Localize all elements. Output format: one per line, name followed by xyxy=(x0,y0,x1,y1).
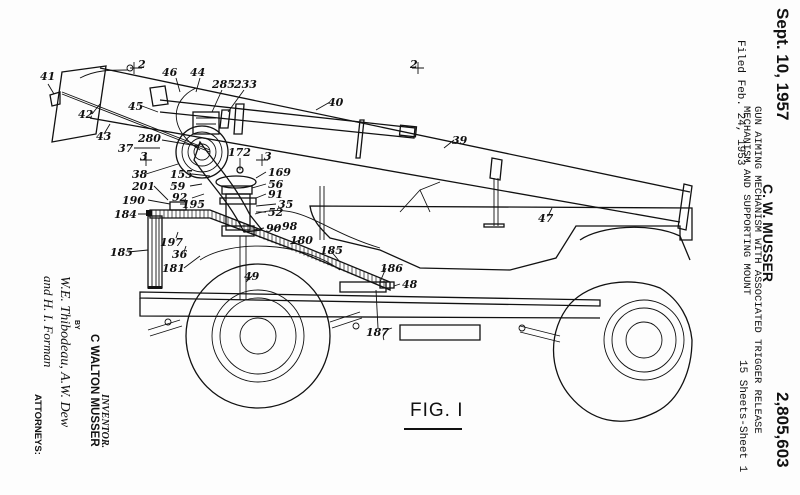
numeral-38: 38 xyxy=(132,168,148,181)
numeral-56: 56 xyxy=(268,178,284,191)
attorney-signature-line2: and H. I. Forman xyxy=(41,276,56,368)
numeral-40: 40 xyxy=(328,96,344,109)
figure-label-underline xyxy=(404,428,462,430)
rear-wheel xyxy=(185,245,341,409)
numeral-186: 186 xyxy=(380,262,403,275)
numeral-46: 46 xyxy=(162,66,178,79)
numeral-233: 233 xyxy=(233,78,257,91)
numeral-155: 155 xyxy=(170,168,193,181)
numeral-91: 91 xyxy=(268,188,283,201)
numeral-201: 201 xyxy=(131,180,155,193)
numeral-45: 45 xyxy=(128,100,143,113)
numeral-36: 36 xyxy=(172,248,188,261)
numeral-48: 48 xyxy=(402,278,418,291)
numeral-92: 92 xyxy=(172,191,188,204)
numeral-180: 180 xyxy=(290,234,313,247)
front-wheel xyxy=(552,281,693,422)
numeral-285: 285 xyxy=(211,78,235,91)
section-mark-2a: 2 xyxy=(137,58,146,71)
numeral-37: 37 xyxy=(118,142,134,155)
numeral-44: 44 xyxy=(190,66,205,79)
numeral-280: 280 xyxy=(137,132,161,145)
header-title-line1: GUN AIMING MECHANISM WITH ASSOCIATED TRI… xyxy=(751,106,763,434)
header-title-line2: MECHANISM AND SUPPORTING MOUNT xyxy=(740,106,752,296)
numeral-184: 184 xyxy=(114,208,137,221)
header-sheet-count: 15 Sheets-Sheet 1 xyxy=(736,360,748,473)
attorney-signature-line1: W.E. Thibodeau, A.W. Dew xyxy=(57,276,72,428)
numeral-197: 197 xyxy=(160,236,183,249)
numeral-39: 39 xyxy=(452,134,468,147)
section-mark-3a: 3 xyxy=(140,150,148,163)
numeral-47: 47 xyxy=(538,212,554,225)
numeral-185b: 185 xyxy=(320,244,343,257)
section-mark-3b: 3 xyxy=(264,150,272,163)
figure-label: FIG. I xyxy=(410,400,464,421)
gun-barrel xyxy=(49,64,693,231)
mount-rail xyxy=(146,201,395,293)
by-label: BY xyxy=(73,320,80,330)
vehicle-body xyxy=(139,181,693,343)
header-date: Sept. 10, 1957 xyxy=(773,8,792,121)
numeral-35: 35 xyxy=(278,198,293,211)
numeral-169: 169 xyxy=(268,166,291,179)
numeral-52: 52 xyxy=(268,206,284,219)
aiming-mechanism xyxy=(175,111,264,233)
numeral-195: 195 xyxy=(182,198,205,211)
numeral-41: 41 xyxy=(40,70,55,83)
header-patent-number: 2,805,603 xyxy=(773,392,792,468)
numeral-190: 190 xyxy=(122,194,145,207)
inventor-name: C WALTON MUSSER xyxy=(88,334,100,447)
numeral-42: 42 xyxy=(78,108,94,121)
numeral-185a: 185 xyxy=(110,246,133,259)
inventor-label: INVENTOR. xyxy=(99,394,110,448)
numeral-43: 43 xyxy=(96,130,112,143)
numeral-90: 90 xyxy=(266,222,282,235)
numeral-98: 98 xyxy=(282,220,298,233)
numeral-172: 172 xyxy=(228,146,251,159)
numeral-187: 187 xyxy=(366,326,389,339)
attorneys-label: ATTORNEYS: xyxy=(32,394,43,455)
reference-numerals: 41 42 43 45 46 44 285 233 40 39 280 37 3… xyxy=(40,58,554,339)
section-mark-2b: 2 xyxy=(409,58,418,71)
numeral-59: 59 xyxy=(170,180,186,193)
leader-lines xyxy=(47,62,553,329)
numeral-181: 181 xyxy=(162,262,185,275)
